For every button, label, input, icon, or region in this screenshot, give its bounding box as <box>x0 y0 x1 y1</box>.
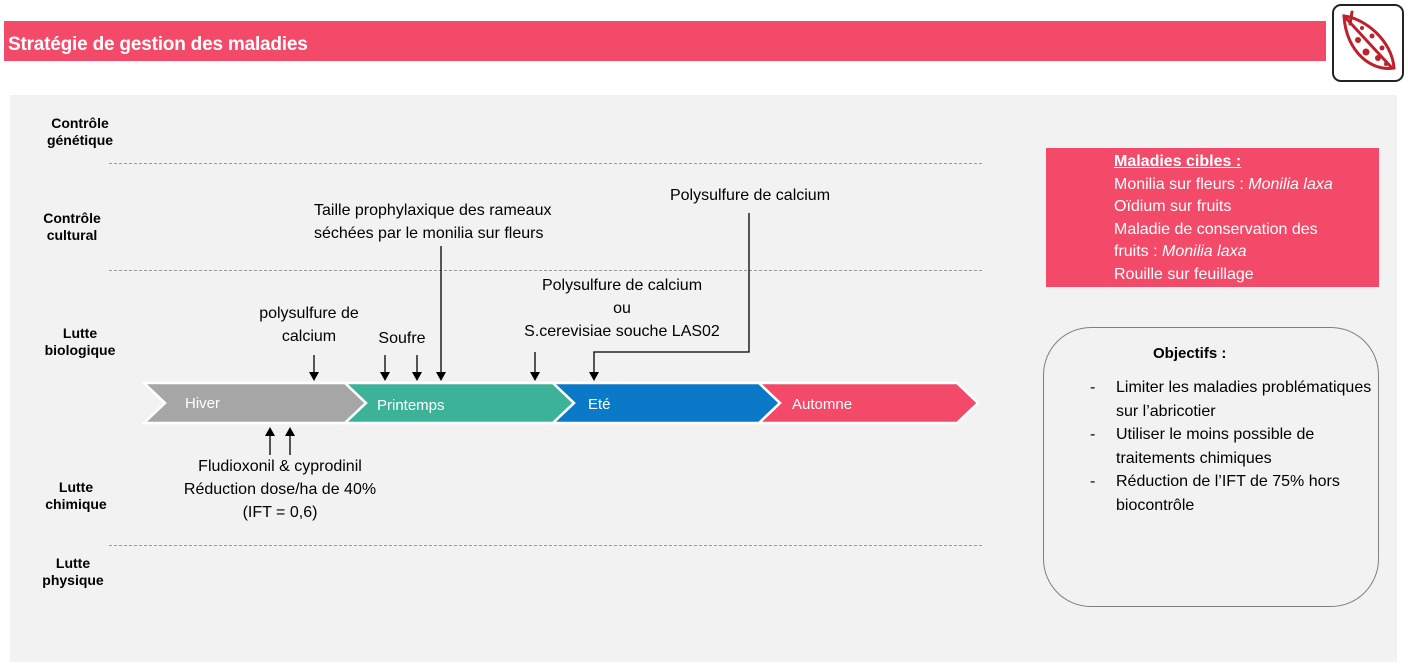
row-label-controle-genetique: Contrôle génétique <box>40 115 120 149</box>
bullet-dash: - <box>1090 426 1096 443</box>
target-disease-text: Monilia sur fleurs : <box>1114 175 1249 193</box>
row-label-line: Contrôle <box>43 210 101 226</box>
row-label-line: biologique <box>44 342 116 358</box>
row-label-line: Lutte <box>58 479 94 495</box>
row-label-lutte-physique: Lutte physique <box>33 555 113 589</box>
page-title: Stratégie de gestion des maladies <box>8 34 308 55</box>
annotation-line: ou <box>613 300 631 317</box>
annotation-line: S.cerevisiae souche LAS02 <box>524 323 720 340</box>
annotation-line: Réduction dose/ha de 40% <box>183 481 377 498</box>
row-label-line: Lutte <box>55 555 91 571</box>
annotation-line: séchées par le monilia sur fleurs <box>314 225 544 242</box>
target-disease-item: Maladie de conservation des <box>1114 220 1318 238</box>
target-disease-species: Monilia laxa <box>1162 243 1247 261</box>
season-label-printemps: Printemps <box>377 397 445 414</box>
row-label-line: physique <box>42 572 104 588</box>
objective-item: - Limiter les maladies problématiques sur… <box>1090 376 1380 423</box>
leader-line-polysulfure-ete <box>593 213 750 373</box>
annotation-line: calcium <box>281 328 337 345</box>
arrowhead <box>412 372 422 381</box>
annotation-line: (IFT = 0,6) <box>242 504 318 521</box>
target-diseases-box: Maladies cibles : Monilia sur fleurs : M… <box>1046 148 1379 287</box>
annotation-line: polysulfure de <box>259 305 359 322</box>
season-chevron-hiver <box>140 381 368 425</box>
objective-text: Réduction de l’IFT de 75% hors biocontrô… <box>1116 473 1340 514</box>
annotation-polysulfure-ete: Polysulfure de calcium <box>669 187 831 204</box>
annotation-polysulfure-hiver: polysulfure de calcium <box>234 302 384 348</box>
objective-item: - Utiliser le moins possible de traitemen… <box>1090 423 1380 470</box>
season-label-ete: Eté <box>588 396 611 413</box>
target-disease-item: Monilia sur fleurs : Monilia laxa <box>1114 174 1379 197</box>
row-label-line: Contrôle <box>51 115 109 131</box>
arrowhead <box>285 427 295 436</box>
annotation-soufre: Soufre <box>378 330 426 347</box>
row-label-line: génétique <box>46 132 114 148</box>
objective-item: - Réduction de l’IFT de 75% hors biocontr… <box>1090 470 1380 517</box>
annotation-line: Fludioxonil & cyprodinil <box>198 458 362 475</box>
bullet-dash: - <box>1090 473 1096 490</box>
title-banner <box>4 21 1326 61</box>
row-label-line: chimique <box>45 496 107 512</box>
objective-text: Limiter les maladies problématiques sur … <box>1116 379 1372 420</box>
target-disease-item: fruits : Monilia laxa <box>1114 241 1379 264</box>
row-label-controle-cultural: Contrôle cultural <box>32 210 112 244</box>
target-disease-item: Oïdium sur fruits <box>1114 198 1232 216</box>
arrowhead <box>589 372 599 381</box>
arrowhead <box>309 372 319 381</box>
season-label-hiver: Hiver <box>185 395 221 412</box>
row-divider <box>109 163 982 164</box>
target-diseases-title: Maladies cibles : <box>1114 153 1242 170</box>
annotation-line: Polysulfure de calcium <box>541 277 703 294</box>
bullet-dash: - <box>1090 379 1096 396</box>
arrowhead <box>436 372 446 381</box>
objectives-list: - Limiter les maladies problématiques sur… <box>1090 376 1380 517</box>
row-label-lutte-chimique: Lutte chimique <box>36 479 116 513</box>
row-label-lutte-biologique: Lutte biologique <box>40 325 120 359</box>
arrowhead <box>380 372 390 381</box>
season-label-automne: Automne <box>792 396 853 413</box>
target-disease-item: Rouille sur feuillage <box>1114 265 1254 283</box>
season-chevron-automne <box>755 381 980 425</box>
row-label-line: Lutte <box>62 325 98 341</box>
row-divider <box>109 545 982 546</box>
annotation-chimique: Fludioxonil & cyprodinil Réduction dose/… <box>160 455 400 524</box>
objective-text: Utiliser le moins possible de traitement… <box>1116 426 1315 467</box>
annotation-taille: Taille prophylaxique des rameaux séchées… <box>314 199 599 245</box>
arrowhead <box>530 372 540 381</box>
objectives-box <box>1043 327 1379 607</box>
annotation-polysulfure-ou: Polysulfure de calcium ou S.cerevisiae s… <box>510 274 734 343</box>
arrowhead <box>265 427 275 436</box>
row-divider <box>109 270 982 271</box>
target-disease-text: fruits : <box>1114 243 1163 261</box>
target-disease-species: Monilia laxa <box>1248 175 1333 193</box>
objectives-title: Objectifs : <box>1153 345 1227 362</box>
annotation-line: Taille prophylaxique des rameaux <box>314 202 552 219</box>
row-label-line: cultural <box>46 227 98 243</box>
diseased-leaf-icon <box>1332 4 1404 82</box>
